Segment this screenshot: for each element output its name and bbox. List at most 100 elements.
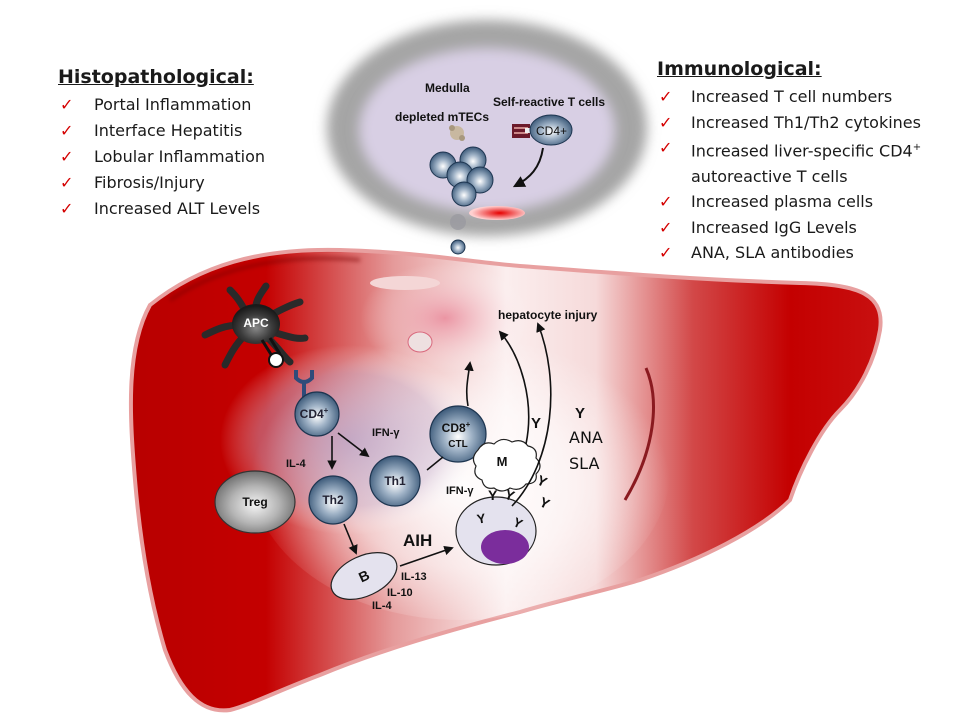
- check-icon: ✓: [60, 121, 74, 140]
- cd4-label: CD4: [300, 407, 324, 421]
- cd8-ctl-cell: CD8+ CTL: [429, 405, 487, 463]
- liver-fissure: [623, 367, 655, 501]
- il13-label: IL-13: [401, 571, 427, 583]
- self-reactive-cd4-cell: [529, 114, 573, 146]
- check-icon: ✓: [659, 112, 673, 132]
- list-item-text: autoreactive T cells: [691, 166, 848, 186]
- cytokine-labels: IFN-γ IL-4 IFN-γ IL-13 IL-10 IL-4 AIH he…: [286, 308, 598, 612]
- list-item-text: Increased T cell numbers: [691, 87, 893, 106]
- ctl-label: CTL: [448, 439, 467, 450]
- list-item-text: Increased liver-specific CD4: [691, 141, 913, 161]
- macrophage-injury-arrow: [498, 330, 530, 445]
- list-item: ✓ Increased ALT Levels: [58, 196, 265, 222]
- mhc-antigen-icon: [268, 352, 284, 368]
- list-item: ✓ Portal Inflammation: [58, 92, 265, 118]
- list-item: ✓ ANA, SLA antibodies: [657, 240, 921, 266]
- apc-body: [232, 304, 280, 344]
- plasma-nucleus: [481, 530, 529, 564]
- th1-label: Th1: [384, 474, 406, 488]
- il10-label: IL-10: [387, 587, 413, 599]
- histopathological-title: Histopathological:: [58, 66, 254, 88]
- medulla-label: Medulla: [425, 81, 470, 95]
- list-item-text: Fibrosis/Injury: [94, 173, 205, 192]
- depleted-mtecs-label: depleted mTECs: [395, 110, 489, 124]
- macrophage-cell: M: [472, 438, 541, 492]
- il4-label: IL-4: [372, 600, 392, 612]
- histopathological-list: ✓ Portal Inflammation ✓ Interface Hepatiti…: [58, 92, 265, 222]
- immunological-title: Immunological:: [657, 58, 822, 80]
- check-icon: ✓: [659, 192, 673, 212]
- thymus-exit-arrow: [512, 147, 544, 188]
- cd4-cell: CD4+: [294, 391, 340, 437]
- histopathological-panel: Histopathological: ✓ Portal Inflammation …: [58, 66, 265, 222]
- tcr-receptor-icon: [512, 124, 530, 138]
- antibody-icon: Y: [531, 415, 541, 432]
- check-icon: ✓: [60, 95, 74, 114]
- svg-text:CD4+: CD4+: [300, 406, 329, 421]
- ifn-gamma-label: IFN-γ: [446, 485, 474, 497]
- list-item: ✓ Increased plasma cells: [657, 189, 921, 215]
- check-icon: ✓: [659, 138, 673, 157]
- treg-cell: Treg: [214, 470, 296, 534]
- pathway-arrows: [327, 322, 552, 567]
- list-item-text: Increased ALT Levels: [94, 199, 261, 218]
- b-to-plasma-arrow: [399, 545, 454, 567]
- immunological-panel: Immunological: ✓ Increased T cell numbers…: [657, 58, 921, 266]
- tcr-icon: [294, 370, 314, 398]
- thymus: Medulla depleted mTECs Self-reactive T c…: [327, 20, 647, 344]
- list-item: ✓ Lobular Inflammation: [58, 144, 265, 170]
- thymocyte-cluster: [429, 146, 494, 207]
- antibody-injury-arrow: [511, 322, 552, 507]
- th2-to-b-arrow: [343, 523, 358, 555]
- list-item-text: Increased IgG Levels: [691, 217, 857, 237]
- th2-cell: Th2: [308, 475, 358, 525]
- self-reactive-cd4-label: CD4+: [536, 124, 567, 138]
- th1-cd8-link: [426, 456, 444, 471]
- macrophage-label: M: [497, 454, 508, 469]
- check-icon: ✓: [60, 199, 74, 218]
- ana-label: ANA: [569, 428, 603, 447]
- list-item-text: Lobular Inflammation: [94, 147, 265, 166]
- immunological-list: ✓ Increased T cell numbers ✓Increased Th1…: [657, 84, 921, 266]
- superscript-plus: +: [912, 142, 922, 153]
- self-reactive-label: Self-reactive T cells: [493, 95, 605, 109]
- list-item: ✓ Increased liver-specific CD4+: [657, 135, 921, 164]
- check-icon: ✓: [659, 217, 673, 237]
- list-item: ✓ Increased IgG Levels: [657, 215, 921, 241]
- ifn-gamma-label: IFN-γ: [372, 427, 400, 439]
- treg-label: Treg: [242, 495, 267, 509]
- check-icon: ✓: [659, 87, 673, 106]
- list-item: ✓Increased Th1/Th2 cytokines: [657, 110, 921, 136]
- th1-cell: Th1: [369, 455, 421, 507]
- list-item: ✓ Interface Hepatitis: [58, 118, 265, 144]
- il4-label: IL-4: [286, 458, 306, 470]
- apc-label: APC: [243, 316, 269, 330]
- antibody-icon: Y: [575, 405, 585, 422]
- cd4-to-th1-arrow: [337, 432, 370, 458]
- liver-edge-shadow: [169, 256, 361, 302]
- check-icon: ✓: [659, 243, 673, 263]
- plasma-cell: Y Y: [455, 496, 537, 566]
- antibody-icon: Y: [476, 510, 487, 526]
- list-item-text: Portal Inflammation: [94, 95, 252, 114]
- svg-text:CD8+: CD8+: [442, 420, 471, 435]
- thymus-medulla: [359, 48, 615, 212]
- cd4-sup: +: [324, 406, 329, 415]
- list-item-text: Increased plasma cells: [691, 192, 874, 212]
- portal-vessel: [370, 276, 440, 290]
- apc-cell: APC: [201, 282, 314, 398]
- migrating-cell: [450, 214, 466, 230]
- b-cell: B: [330, 552, 398, 600]
- list-item: ✓Fibrosis/Injury: [58, 170, 265, 196]
- list-item-text: ANA, SLA antibodies: [691, 243, 854, 263]
- hepatocyte-injury-label: hepatocyte injury: [498, 308, 598, 322]
- check-icon: ✓: [60, 147, 74, 166]
- antibody-icon: Y: [488, 487, 498, 503]
- list-item-text: Interface Hepatitis: [94, 121, 243, 140]
- th2-label: Th2: [322, 493, 344, 507]
- portal-vessel: [407, 331, 433, 353]
- cd8-label: CD8: [442, 421, 466, 435]
- ctl-injury-arrow: [464, 361, 474, 407]
- aih-label: AIH: [403, 531, 432, 550]
- sla-label: SLA: [569, 454, 599, 473]
